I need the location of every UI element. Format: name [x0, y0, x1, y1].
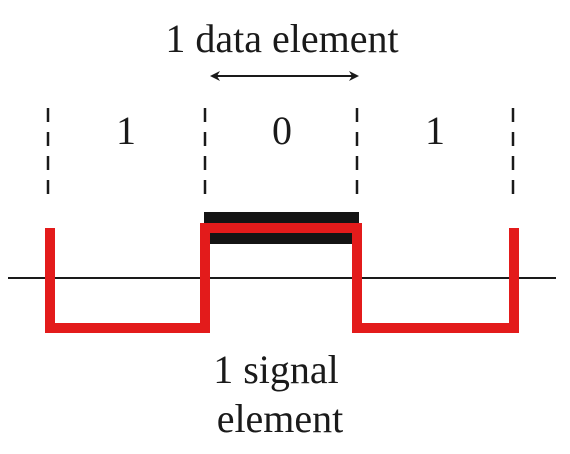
signal-element-label-line2: element	[217, 396, 344, 441]
data-element-label: 1 data element	[165, 16, 398, 61]
bit-label: 1	[425, 108, 445, 153]
bit-boundaries	[46, 108, 515, 196]
signal-element-label-line1: 1 signal	[213, 347, 339, 392]
bit-label: 1	[116, 108, 136, 153]
signal-waveform	[45, 223, 519, 333]
bit-label: 0	[272, 108, 292, 153]
